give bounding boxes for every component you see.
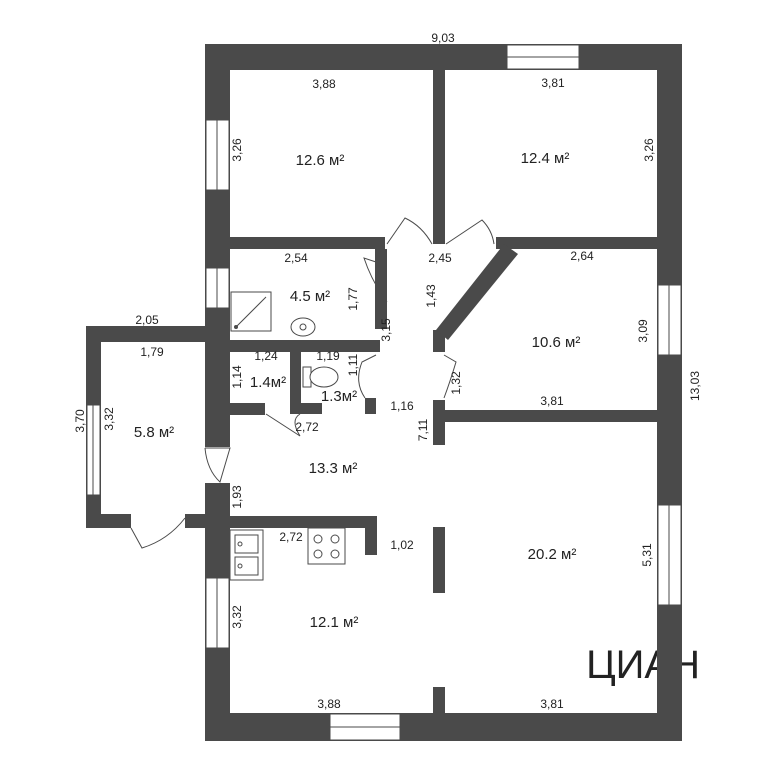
- room-area-bedroom-ne: 12.4 м²: [521, 150, 570, 167]
- dim-overall-height: 13,03: [688, 371, 702, 401]
- dim-overall-width: 9,03: [431, 31, 455, 45]
- sink-icon: [290, 317, 316, 337]
- room-area-living: 20.2 м²: [528, 546, 577, 563]
- dim-label: 3,09: [636, 319, 650, 343]
- dim-label: 1,02: [390, 538, 414, 552]
- dim-label: 2,64: [570, 249, 594, 263]
- kitchen-sink-icon: [229, 529, 264, 581]
- dim-label: 1,32: [449, 371, 463, 395]
- dim-label: 3,32: [230, 605, 244, 629]
- dim-label: 1,16: [390, 399, 414, 413]
- dim-label: 1,19: [316, 349, 340, 363]
- dim-label: 5,31: [640, 543, 654, 567]
- room-area-toilet: 1.3м²: [321, 388, 357, 405]
- room-area-room-e: 10.6 м²: [532, 334, 581, 351]
- dim-label: 1,79: [140, 345, 164, 359]
- dim-label: 7,11: [416, 418, 430, 441]
- dim-label: 2,72: [295, 420, 319, 434]
- watermark: ЦИАН: [586, 643, 700, 687]
- room-area-storage: 1.4м²: [250, 374, 286, 391]
- dim-label: 2,72: [279, 530, 303, 544]
- room-area-kitchen: 12.1 м²: [310, 614, 359, 631]
- room-area-vestibule: 5.8 м²: [134, 424, 174, 441]
- dim-label: 1,14: [230, 365, 244, 389]
- dim-label: 1,77: [346, 287, 360, 311]
- toilet-icon: [302, 366, 339, 388]
- room-area-bedroom-nw: 12.6 м²: [296, 152, 345, 169]
- dim-label: 1,24: [254, 349, 278, 363]
- dim-label: 1,43: [424, 284, 438, 308]
- room-area-bathroom: 4.5 м²: [290, 288, 330, 305]
- dim-label: 1,11: [346, 353, 360, 376]
- dim-label: 3,81: [541, 76, 565, 90]
- dim-label: 1,93: [230, 485, 244, 509]
- room-areas: 12.6 м² 12.4 м² 4.5 м² 10.6 м² 1.4м² 1.3…: [134, 150, 581, 631]
- stove-icon: [307, 527, 346, 565]
- fixtures: [229, 291, 346, 581]
- dim-label: 3,81: [540, 697, 564, 711]
- dim-label: 3,26: [642, 138, 656, 162]
- windows: [86, 44, 682, 741]
- dim-label: 2,54: [284, 251, 308, 265]
- dim-label: 3,15: [379, 318, 393, 342]
- dim-label: 3,70: [73, 409, 87, 433]
- walls: [86, 44, 682, 741]
- dim-label: 3,32: [102, 407, 116, 431]
- dim-label: 3,88: [312, 77, 336, 91]
- dim-label: 3,81: [540, 394, 564, 408]
- dim-label: 3,26: [230, 138, 244, 162]
- dim-label: 2,45: [428, 251, 452, 265]
- dim-label: 3,88: [317, 697, 341, 711]
- dim-label: 2,05: [135, 313, 159, 327]
- dimension-labels: 9,03 13,03 3,88 3,81 3,26 3,26 2,54 2,45…: [73, 31, 702, 711]
- doors: [130, 217, 495, 549]
- room-area-hall: 13.3 м²: [309, 460, 358, 477]
- shower-icon: [230, 291, 272, 332]
